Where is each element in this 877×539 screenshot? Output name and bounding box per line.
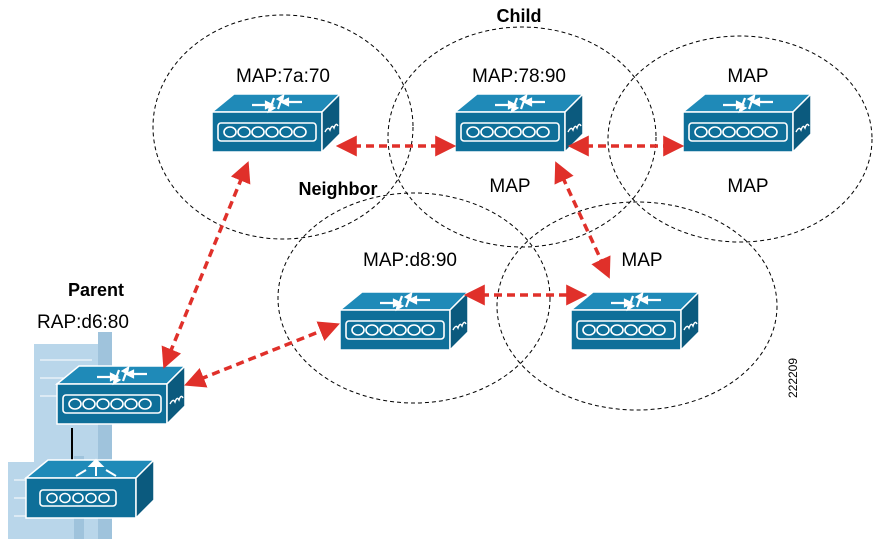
label-parent: Parent — [68, 280, 124, 300]
label-map-right-bottom: MAP — [727, 176, 768, 197]
label-map-right-top: MAP — [727, 66, 768, 87]
label-map-lower-right: MAP — [621, 250, 662, 271]
coverage-circles — [152, 14, 873, 411]
rap-switch-icon — [55, 364, 187, 426]
map-right-switch-icon — [681, 92, 813, 154]
label-map-7890: MAP:78:90 — [472, 66, 566, 87]
label-map-7890-sub: MAP — [489, 176, 530, 197]
figure-id: 222209 — [786, 358, 800, 398]
coverage-map-lower-right — [496, 201, 778, 411]
map-7a70-switch-icon — [210, 92, 342, 154]
label-neighbor: Neighbor — [299, 179, 378, 199]
root-router-icon — [23, 458, 156, 520]
label-rap: RAP:d6:80 — [37, 312, 129, 333]
map-7890-switch-icon — [453, 92, 585, 154]
map-lower-right-switch-icon — [569, 290, 701, 352]
label-map-7a70: MAP:7a:70 — [236, 66, 330, 87]
link-7890-lower-right — [554, 161, 611, 279]
link-rap-d890 — [184, 321, 340, 388]
coverage-map-right — [607, 35, 873, 243]
coverage-map-7a70 — [152, 14, 414, 240]
link-rap-7a70 — [161, 161, 251, 369]
mesh-links — [161, 135, 685, 388]
label-child: Child — [497, 6, 542, 26]
label-map-d890: MAP:d8:90 — [363, 250, 457, 271]
map-d890-switch-icon — [338, 290, 470, 352]
